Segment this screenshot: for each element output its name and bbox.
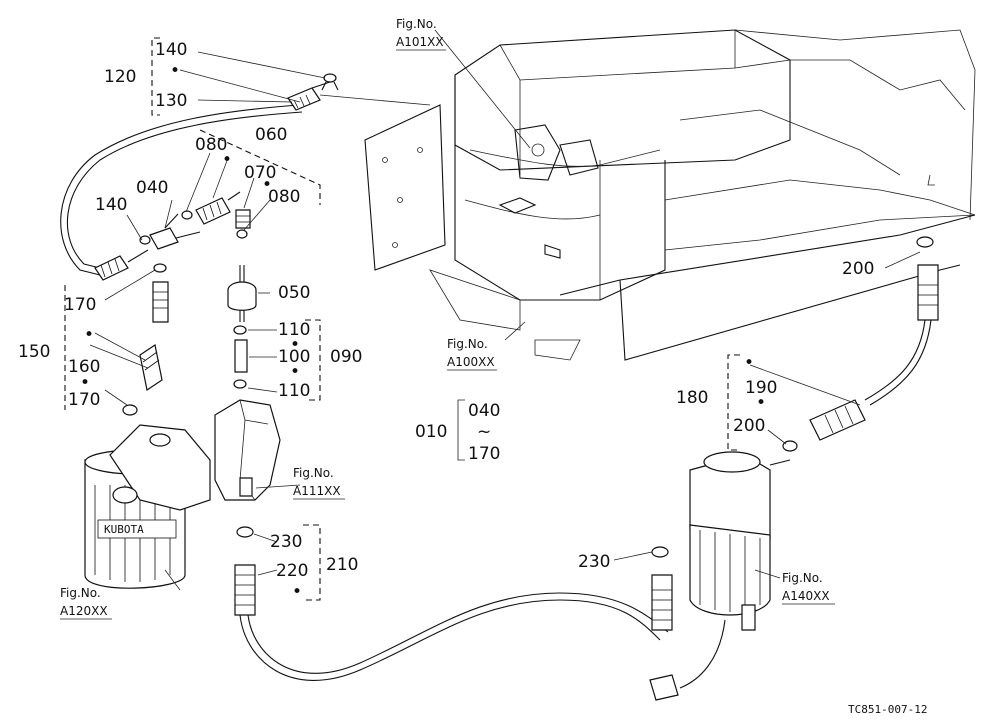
fuel-line-left: [60, 73, 669, 681]
callout-110-a: 110: [278, 320, 310, 340]
fig-a140-code: A140XX: [782, 589, 830, 603]
callout-170-range: 170: [468, 444, 500, 464]
fig-a111-label: Fig.No.: [293, 466, 334, 480]
fig-a100-code: A100XX: [447, 355, 495, 369]
fig-a120-label: Fig.No.: [60, 586, 101, 600]
callout-050: 050: [278, 283, 310, 303]
callout-040-left: 040: [136, 178, 168, 198]
dot-070: •: [262, 175, 272, 195]
callout-150: 150: [18, 342, 50, 362]
callout-100: 100: [278, 347, 310, 367]
callout-040-range: 040: [468, 401, 500, 421]
dot-220: •: [292, 582, 302, 602]
pipe-160-upper: [152, 281, 169, 323]
callout-070: 070: [244, 163, 276, 183]
callout-220: 220: [276, 561, 308, 581]
dot-160: •: [80, 373, 90, 393]
callout-080-b: 080: [268, 187, 300, 207]
pipe-220: [234, 564, 256, 616]
callout-090: 090: [330, 347, 362, 367]
callout-200-top: 200: [842, 259, 874, 279]
callout-120: 120: [104, 67, 136, 87]
filter-050: [227, 265, 257, 322]
dot-100-b: •: [290, 362, 300, 382]
callout-170-b: 170: [68, 390, 100, 410]
callout-180: 180: [676, 388, 708, 408]
pipe-070: [235, 209, 251, 229]
pipe-080-upper: [195, 191, 241, 225]
fig-a101-label: Fig.No.: [396, 17, 437, 31]
callout-140-top: 140: [155, 40, 187, 60]
hose-fitting-left: [94, 249, 149, 281]
callout-200-b: 200: [733, 416, 765, 436]
pipe-130: [287, 81, 331, 111]
callout-190: 190: [745, 378, 777, 398]
callout-160: 160: [68, 357, 100, 377]
dot-100-a: •: [290, 335, 300, 355]
fuel-filter-a140: [649, 451, 791, 701]
pipe-160: [139, 344, 163, 391]
callout-140-left: 140: [95, 195, 127, 215]
callout-110-b: 110: [278, 381, 310, 401]
callout-210: 210: [326, 555, 358, 575]
figure-code: TC851-007-12: [848, 703, 927, 716]
group-brackets: [64, 37, 740, 601]
fig-a140-label: Fig.No.: [782, 571, 823, 585]
callout-labels: 140 120 • 130 080 060 • 040 070 • 080 14…: [18, 40, 874, 602]
fig-a100-label: Fig.No.: [447, 337, 488, 351]
callout-230-left: 230: [270, 532, 302, 552]
range-separator: ~: [477, 422, 491, 442]
fig-a111-code: A111XX: [293, 484, 341, 498]
callout-230-right: 230: [578, 552, 610, 572]
fuel-line-right: [651, 236, 939, 631]
fuel-pump-a111: [214, 399, 281, 501]
fuel-tank-assembly: [364, 29, 976, 361]
figure-references: Fig.No. A101XX Fig.No. A100XX Fig.No. A1…: [60, 17, 927, 716]
joint-040: [149, 213, 201, 250]
leader-lines: [89, 29, 921, 591]
fuel-filter-a120: KUBOTA: [84, 424, 211, 589]
callout-080-a: 080: [195, 135, 227, 155]
callout-170-a: 170: [64, 295, 96, 315]
dot-150: •: [84, 325, 94, 345]
dot-120: •: [170, 61, 180, 81]
dot-190: •: [756, 393, 766, 413]
dot-080-a: •: [222, 150, 232, 170]
dot-180: •: [744, 353, 754, 373]
filter-brand-text: KUBOTA: [104, 523, 144, 536]
fig-a101-code: A101XX: [396, 35, 444, 49]
callout-130: 130: [155, 91, 187, 111]
callout-010: 010: [415, 422, 447, 442]
fig-a120-code: A120XX: [60, 604, 108, 618]
callout-060: 060: [255, 125, 287, 145]
